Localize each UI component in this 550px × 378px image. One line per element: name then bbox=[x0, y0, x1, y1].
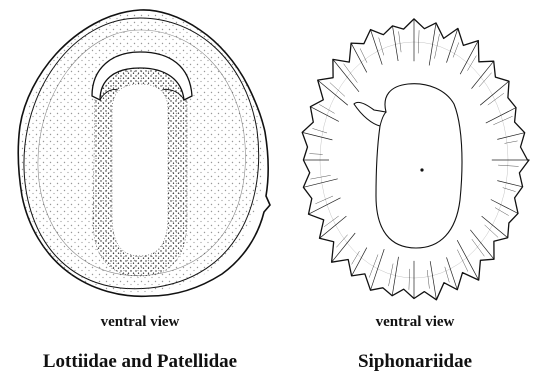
radial-rib bbox=[332, 233, 356, 262]
radial-rib bbox=[371, 249, 385, 290]
radial-rib bbox=[495, 208, 509, 216]
radial-rib bbox=[371, 30, 383, 65]
family-label: Siphonariidae bbox=[290, 351, 540, 373]
radial-rib bbox=[309, 154, 322, 155]
radial-rib bbox=[310, 107, 338, 122]
family-label: Lottiidae and Patellidae bbox=[0, 351, 280, 373]
radial-rib bbox=[480, 81, 509, 105]
radial-rib bbox=[409, 269, 410, 290]
radial-rib bbox=[488, 93, 504, 105]
siphonariid-shell-drawing bbox=[290, 0, 550, 310]
radial-rib bbox=[333, 59, 359, 91]
radial-rib bbox=[447, 28, 458, 62]
radial-rib bbox=[319, 104, 334, 113]
radial-rib bbox=[470, 230, 494, 259]
lottiid-shell-drawing bbox=[0, 0, 290, 310]
radial-rib bbox=[453, 43, 459, 58]
radial-rib bbox=[393, 26, 399, 61]
shell-serrated-margin bbox=[302, 19, 529, 300]
radial-rib bbox=[430, 261, 436, 300]
radial-rib bbox=[399, 31, 402, 52]
panel-siphonariidae: ventral view Siphonariidae bbox=[290, 0, 550, 378]
radial-rib bbox=[302, 132, 332, 140]
radial-rib bbox=[472, 239, 485, 256]
radial-rib bbox=[427, 270, 429, 289]
view-label: ventral view bbox=[0, 314, 280, 331]
radial-rib bbox=[418, 30, 419, 53]
radial-rib bbox=[330, 83, 345, 97]
radial-ribs bbox=[302, 19, 529, 300]
radial-rib bbox=[479, 73, 492, 87]
radial-rib bbox=[457, 240, 479, 280]
radial-rib bbox=[497, 133, 524, 140]
view-label: ventral view bbox=[290, 314, 540, 331]
panel-lottiidae-patellidae: ventral view Lottiidae and Patellidae bbox=[0, 0, 290, 378]
radial-rib bbox=[379, 38, 384, 56]
radial-rib bbox=[472, 61, 494, 88]
radial-rib bbox=[445, 267, 450, 283]
radial-rib bbox=[309, 198, 341, 214]
radial-rib bbox=[303, 179, 337, 188]
muscle-scar bbox=[354, 84, 462, 248]
radial-rib bbox=[497, 181, 522, 187]
radial-rib bbox=[505, 141, 518, 144]
radial-rib bbox=[498, 165, 518, 166]
radial-rib bbox=[324, 216, 339, 227]
radial-rib bbox=[310, 175, 330, 179]
radial-rib bbox=[491, 200, 518, 214]
radial-rib bbox=[369, 255, 378, 278]
radial-rib bbox=[312, 128, 327, 133]
apex-dot bbox=[420, 168, 423, 171]
radial-rib bbox=[318, 80, 348, 105]
radial-rib bbox=[457, 250, 468, 272]
radial-rib bbox=[352, 251, 360, 264]
